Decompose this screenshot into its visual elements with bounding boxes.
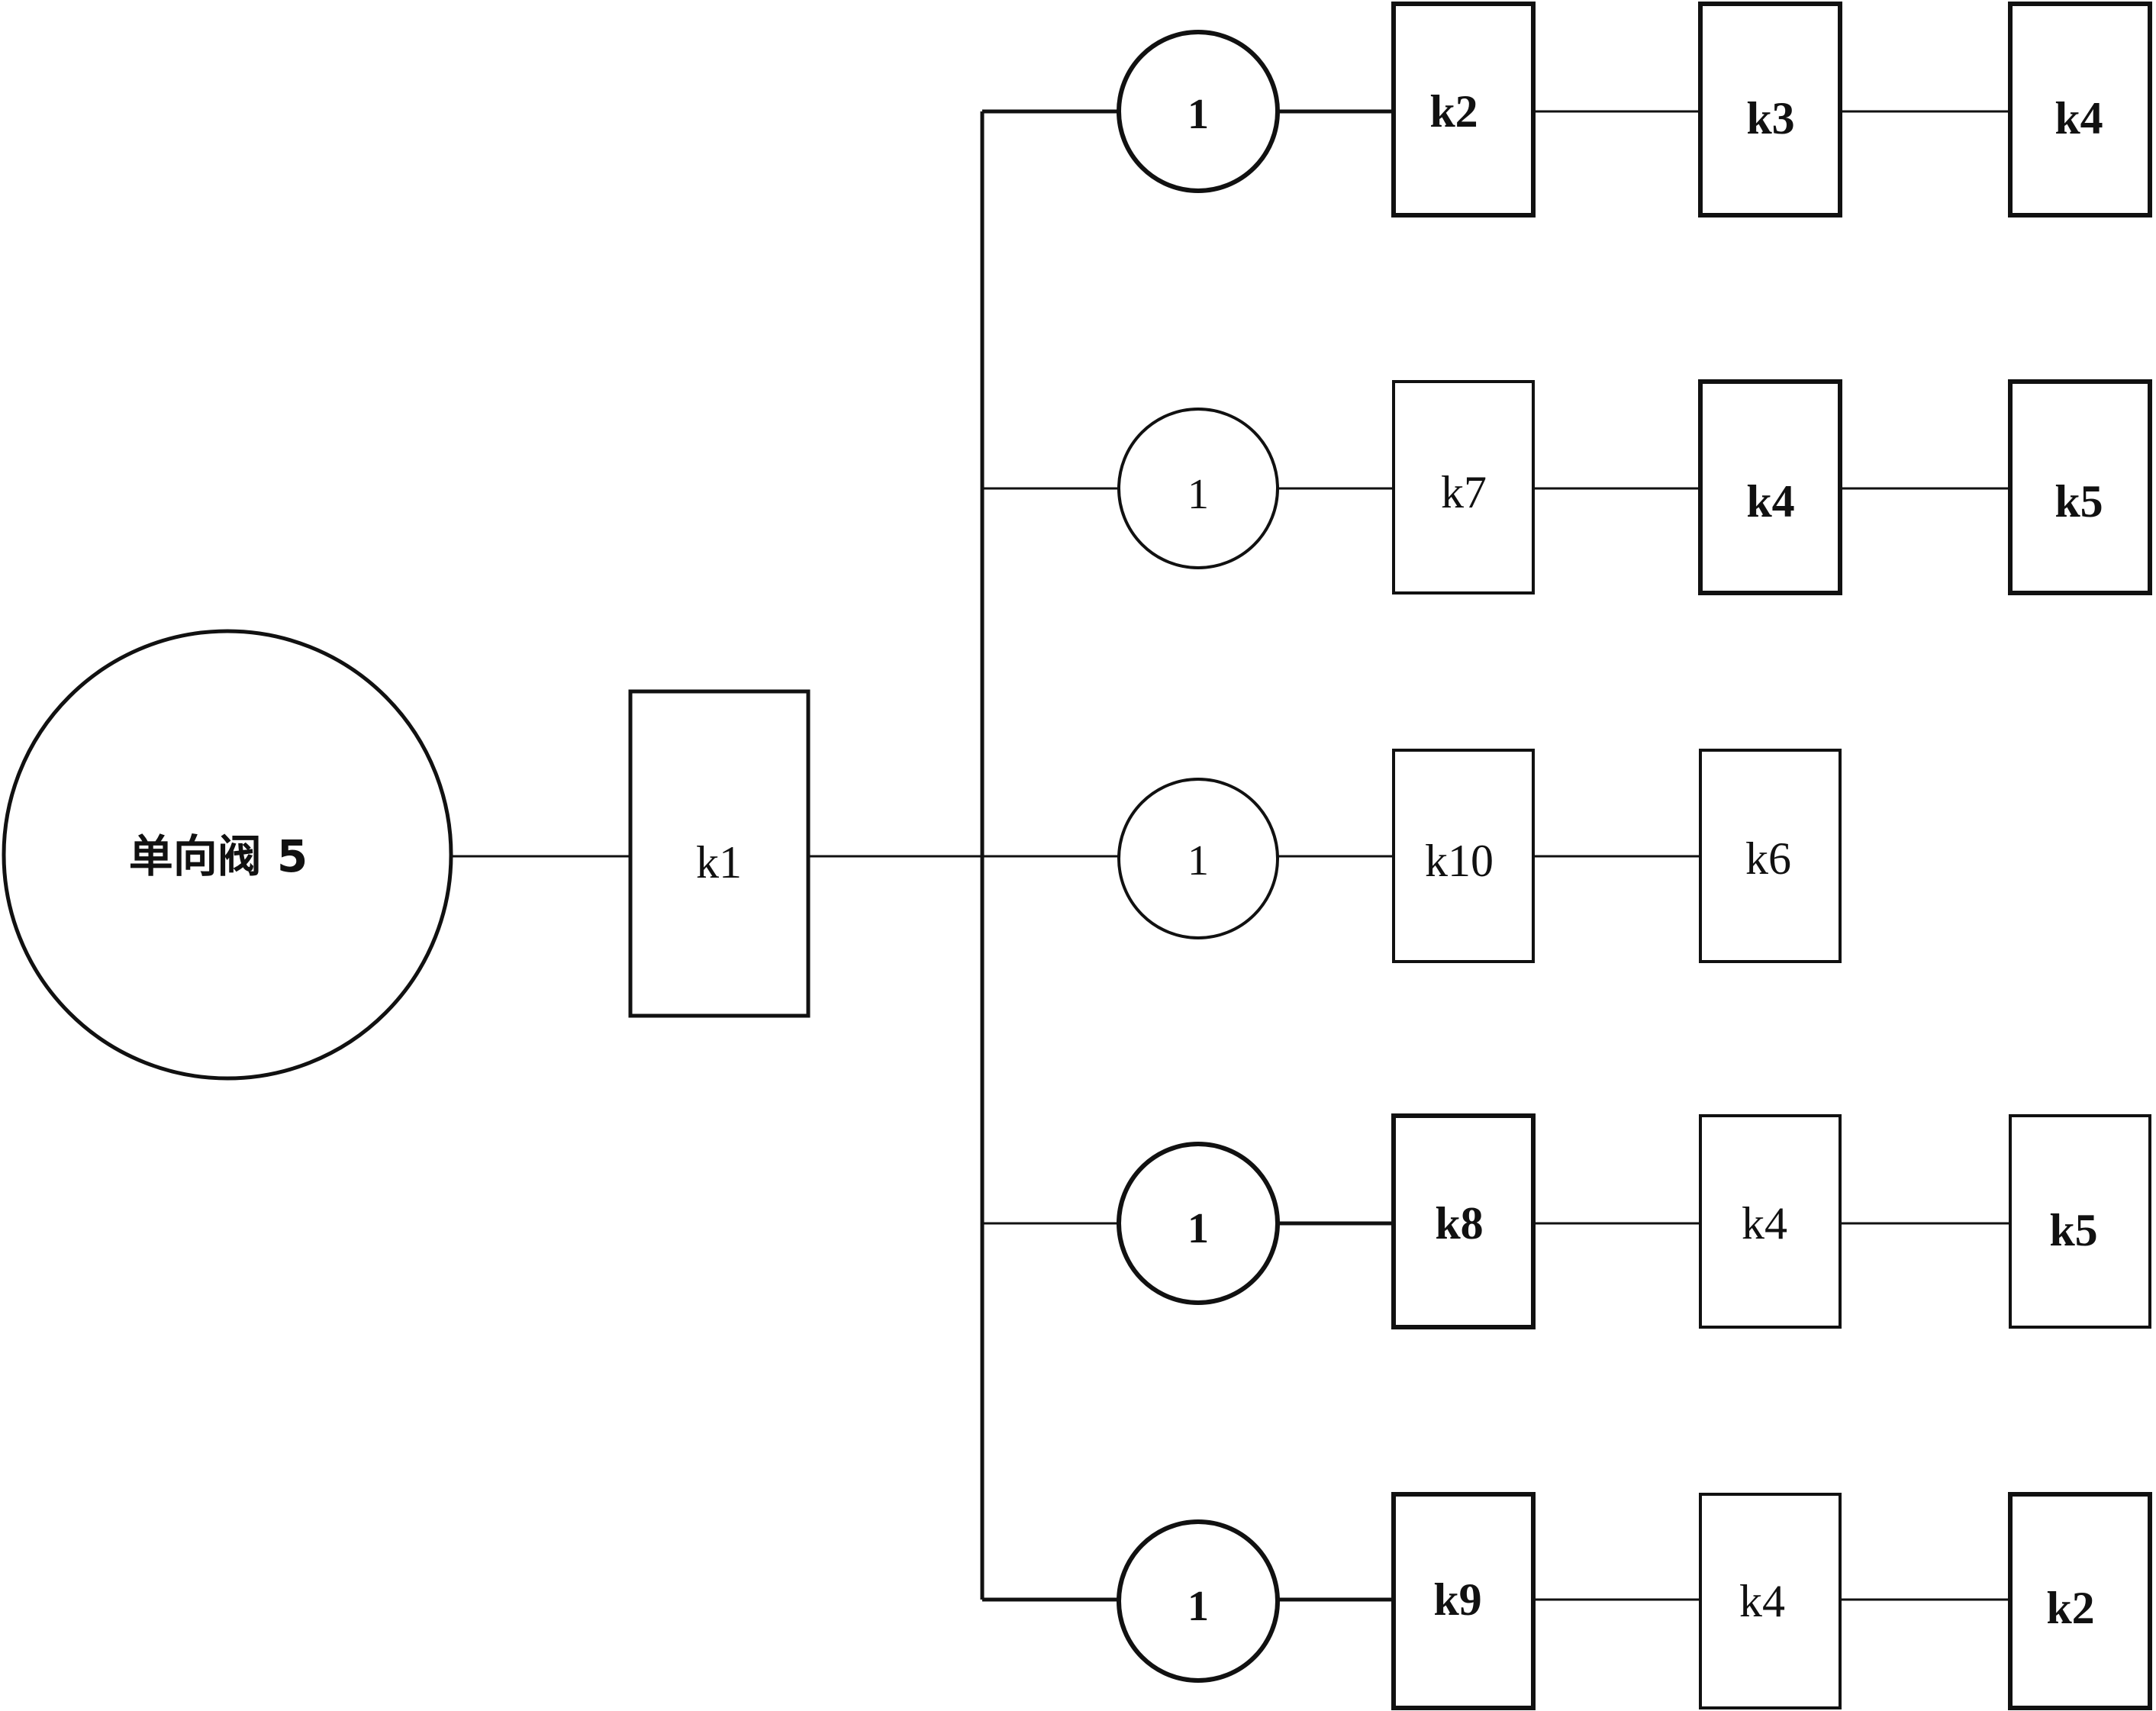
branch-4-valve-1: k8 (1391, 1113, 1536, 1329)
branch-5-valve-1: k9 (1391, 1492, 1536, 1710)
branch-5-valve-2: k4 (1699, 1493, 1842, 1709)
branch-2-valve-2: k4 (1698, 379, 1842, 595)
branch-5-valve-1-label: k9 (1433, 1574, 1481, 1625)
branch-1: 1 k2 k3 k4 (1117, 2, 2152, 218)
branch-2-valve-1-label: k7 (1441, 467, 1487, 517)
branch-1-valve-1: k2 (1391, 2, 1536, 218)
branch-3-valve-2: k6 (1699, 749, 1842, 963)
branch-3-node: 1 (1117, 778, 1279, 939)
main-valve-k1-label: k1 (696, 837, 742, 888)
branch-3-valve-2-label: k6 (1745, 833, 1791, 884)
branch-5: 1 k9 k4 k2 (1117, 1492, 2152, 1710)
branch-1-node-label: 1 (1188, 91, 1209, 138)
branch-2: 1 k7 k4 k5 (1117, 379, 2152, 595)
branch-2-valve-2-label: k4 (1746, 476, 1794, 527)
branch-1-node: 1 (1117, 30, 1280, 193)
branch-1-valve-2: k3 (1698, 2, 1842, 218)
branch-4-valve-3-label: k5 (2049, 1205, 2097, 1255)
check-valve-5: 单向阀 5 (2, 629, 453, 1081)
branch-2-node-label: 1 (1188, 471, 1209, 518)
branch-3-node-label: 1 (1188, 837, 1209, 884)
branch-2-valve-1: k7 (1392, 380, 1535, 594)
branch-1-valve-3-label: k4 (2054, 93, 2103, 143)
branch-3-valve-1: k10 (1392, 749, 1535, 963)
wires (453, 109, 2010, 1602)
branch-1-valve-2-label: k3 (1746, 93, 1794, 143)
branch-5-valve-3: k2 (2008, 1492, 2152, 1710)
branch-4: 1 k8 k4 k5 (1117, 1113, 2151, 1329)
branch-1-valve-1-label: k2 (1429, 86, 1478, 137)
branch-4-valve-1-label: k8 (1435, 1198, 1483, 1249)
branch-5-valve-2-label: k4 (1739, 1576, 1785, 1626)
branch-5-node: 1 (1117, 1519, 1280, 1683)
main-valve-k1: k1 (628, 689, 811, 1018)
check-valve-5-label: 单向阀 5 (129, 830, 308, 882)
branch-4-valve-2-label: k4 (1742, 1198, 1787, 1249)
branch-2-valve-3: k5 (2008, 379, 2152, 595)
branch-2-valve-3-label: k5 (2054, 476, 2103, 527)
branch-5-valve-3-label: k2 (2046, 1583, 2094, 1633)
branch-4-valve-2: k4 (1699, 1114, 1842, 1329)
branch-4-node-label: 1 (1188, 1205, 1209, 1252)
branch-3-valve-1-label: k10 (1425, 836, 1494, 886)
branch-1-valve-3: k4 (2008, 2, 2152, 218)
branch-2-node: 1 (1117, 408, 1279, 569)
branch-5-node-label: 1 (1188, 1583, 1209, 1630)
branch-3: 1 k10 k6 (1117, 749, 1842, 963)
branch-4-node: 1 (1117, 1142, 1280, 1305)
branch-4-valve-3: k5 (2009, 1114, 2151, 1329)
